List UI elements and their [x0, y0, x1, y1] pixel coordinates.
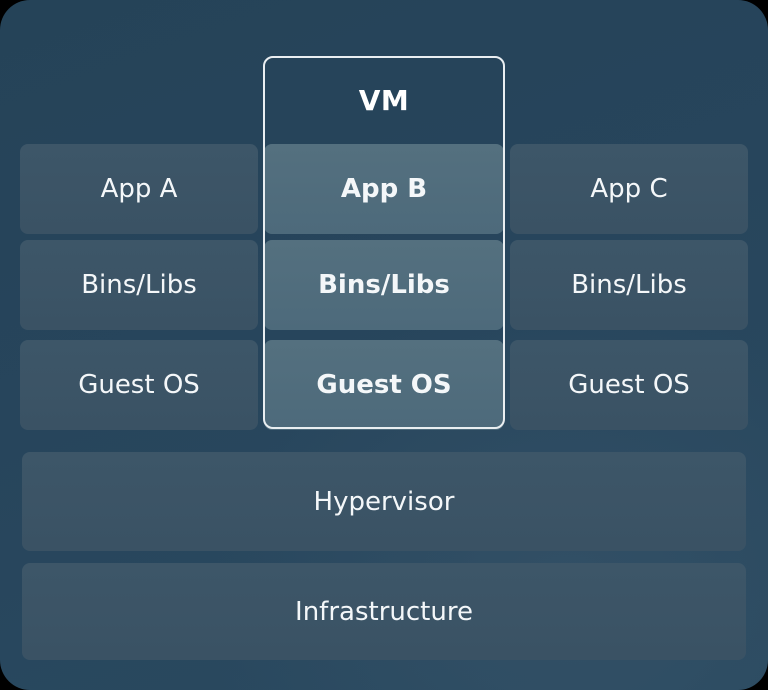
- stack-cell-guest-os-right: Guest OS: [510, 340, 748, 430]
- stack-cell-app-b: App B: [264, 144, 504, 234]
- stack-cell-bins-libs-left: Bins/Libs: [20, 240, 258, 330]
- stack-cell-app-a: App A: [20, 144, 258, 234]
- stack-layer-hypervisor: Hypervisor: [22, 452, 746, 551]
- stack-cell-guest-os-middle: Guest OS: [264, 340, 504, 430]
- stack-cell-bins-libs-middle: Bins/Libs: [264, 240, 504, 330]
- vm-label: VM: [358, 83, 410, 117]
- stack-layer-infrastructure: Infrastructure: [22, 563, 746, 660]
- stack-cell-app-c: App C: [510, 144, 748, 234]
- stack-cell-bins-libs-right: Bins/Libs: [510, 240, 748, 330]
- stack-cell-guest-os-left: Guest OS: [20, 340, 258, 430]
